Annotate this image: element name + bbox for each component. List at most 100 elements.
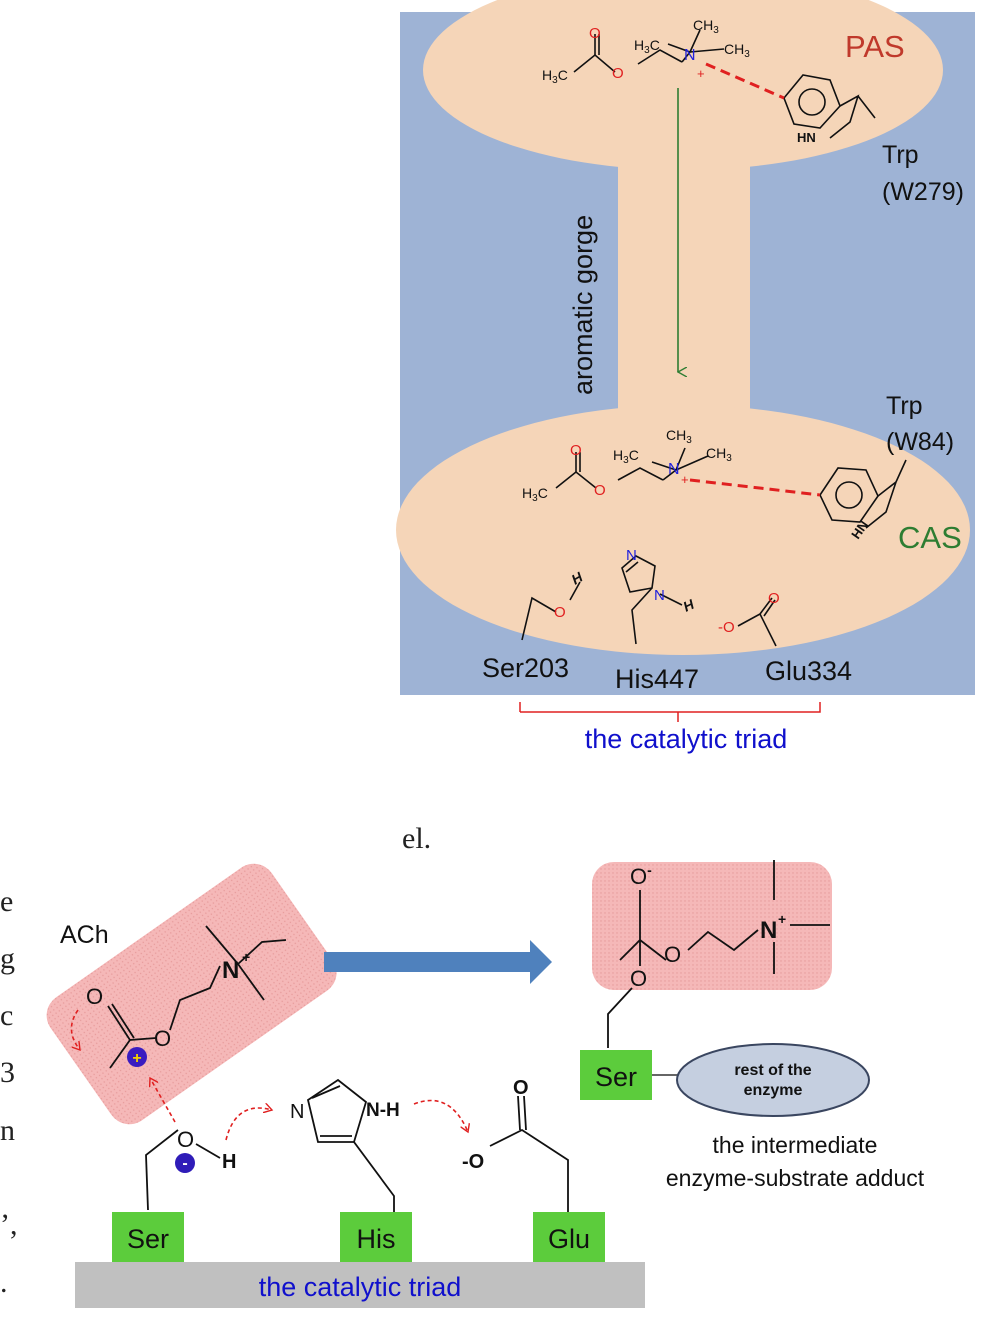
ach-substrate-box (46, 863, 337, 1125)
ach-label: ACh (60, 921, 109, 949)
residue-ser203: Ser203 (482, 653, 569, 683)
cas-site (396, 405, 970, 655)
svg-text:H3C: H3C (613, 447, 639, 466)
svg-text:+: + (778, 911, 786, 927)
svg-text:O: O (768, 590, 780, 607)
nucleophilic-attack-arrow (150, 1078, 176, 1123)
ser-structure (145, 1129, 221, 1211)
cas-label: CAS (898, 520, 962, 555)
glu334-structure (737, 597, 777, 647)
svg-text:CH3: CH3 (693, 17, 719, 36)
enzyme-base-bar (75, 1262, 645, 1308)
svg-text:-O: -O (718, 619, 735, 636)
his447-structure (621, 555, 683, 645)
rest-of-enzyme-ellipse (676, 1043, 870, 1117)
ser203-structure (521, 581, 581, 641)
ach-molecule-lower (555, 447, 709, 489)
proton-transfer-arrow (225, 1108, 272, 1141)
indole-lower (819, 459, 907, 529)
adduct-caption-line2: enzyme-substrate adduct (666, 1165, 925, 1191)
glu-interaction-arrow (413, 1099, 468, 1133)
trp-lower-name: Trp (886, 392, 923, 420)
cation-pi-bond-upper (705, 62, 785, 100)
top-triad-caption: the catalytic triad (585, 724, 788, 754)
svg-text:O: O (513, 1077, 529, 1099)
svg-text:HN: HN (797, 130, 816, 145)
svg-text:O: O (589, 25, 601, 42)
margin-char-6: ’, (0, 1208, 18, 1241)
adduct-substrate-box (592, 862, 832, 990)
svg-text:+: + (697, 66, 705, 81)
adduct-ser-box (580, 1050, 652, 1100)
his-residue-label: His (357, 1224, 396, 1254)
margin-char-3: c (0, 999, 13, 1032)
nh-label: N-H (366, 1100, 400, 1121)
svg-text:H3C: H3C (522, 485, 548, 504)
margin-char-5: n (0, 1114, 15, 1147)
svg-text:+: + (681, 472, 689, 487)
svg-text:-O: -O (462, 1151, 484, 1173)
svg-text:N: N (684, 47, 696, 64)
reaction-arrow (324, 940, 552, 984)
body-fragment-truncated: el. (402, 822, 431, 855)
svg-text:N: N (654, 587, 665, 604)
ser-residue-label: Ser (127, 1224, 169, 1254)
svg-text:O: O (570, 442, 582, 459)
svg-text:O: O (594, 482, 606, 499)
cation-pi-bond-lower (689, 478, 821, 497)
svg-text:N: N (290, 1101, 304, 1123)
svg-text:N: N (626, 547, 637, 564)
bottom-figure: ACh O O N + + O H - N N-H (46, 860, 925, 1308)
svg-text:+: + (242, 949, 250, 965)
serine-negative-charge (175, 1153, 195, 1173)
svg-text:CH3: CH3 (706, 445, 732, 464)
adduct-ser-label: Ser (595, 1062, 637, 1092)
electron-shift-arrow (70, 1009, 80, 1050)
top-figure: PAS CAS aromatic gorge Trp (W279) Trp (W… (396, 0, 975, 754)
bottom-triad-caption: the catalytic triad (259, 1272, 462, 1302)
svg-text:CH3: CH3 (666, 427, 692, 446)
svg-text:-: - (182, 1155, 187, 1172)
trp-upper-name: Trp (882, 141, 919, 169)
svg-text:+: + (132, 1050, 141, 1067)
svg-text:O: O (664, 942, 681, 967)
svg-text:N: N (760, 917, 777, 944)
margin-char-7: . (0, 1266, 8, 1299)
pas-label: PAS (845, 29, 905, 64)
svg-text:N: N (222, 957, 239, 984)
svg-text:O: O (154, 1026, 171, 1051)
svg-text:CH3: CH3 (724, 41, 750, 60)
aromatic-gorge-label: aromatic gorge (568, 215, 598, 395)
margin-char-2: g (0, 942, 15, 975)
residue-his447: His447 (615, 664, 699, 694)
svg-text:O-: O- (630, 862, 652, 889)
margin-char-4: 3 (0, 1056, 15, 1089)
glu-residue-box (533, 1212, 605, 1262)
svg-text:H3C: H3C (634, 37, 660, 56)
indole-upper (783, 74, 876, 139)
adduct-caption-line1: the intermediate (713, 1132, 878, 1158)
his-residue-box (340, 1212, 412, 1262)
svg-text:O: O (554, 604, 566, 621)
carbonyl-positive-charge (127, 1047, 147, 1067)
svg-text:O: O (612, 65, 624, 82)
ach-structure (107, 925, 287, 1069)
svg-text:H3C: H3C (542, 67, 568, 86)
margin-char-1: e (0, 885, 13, 918)
ach-molecule-upper (573, 29, 725, 73)
residue-glu334: Glu334 (765, 656, 852, 686)
margin-fragments: e g c 3 n ’, . (0, 885, 18, 1299)
ser-residue-box (112, 1212, 184, 1262)
trp-lower-id: (W84) (886, 428, 954, 456)
triad-bracket (519, 702, 821, 722)
svg-text:O: O (177, 1127, 194, 1152)
trp-upper-id: (W279) (882, 178, 964, 206)
his-structure (306, 1078, 395, 1212)
adduct-structure (607, 860, 830, 1048)
glu-structure (489, 1095, 569, 1212)
glu-residue-label: Glu (548, 1224, 590, 1254)
svg-text:H: H (222, 1151, 236, 1173)
svg-text:O: O (86, 984, 103, 1009)
